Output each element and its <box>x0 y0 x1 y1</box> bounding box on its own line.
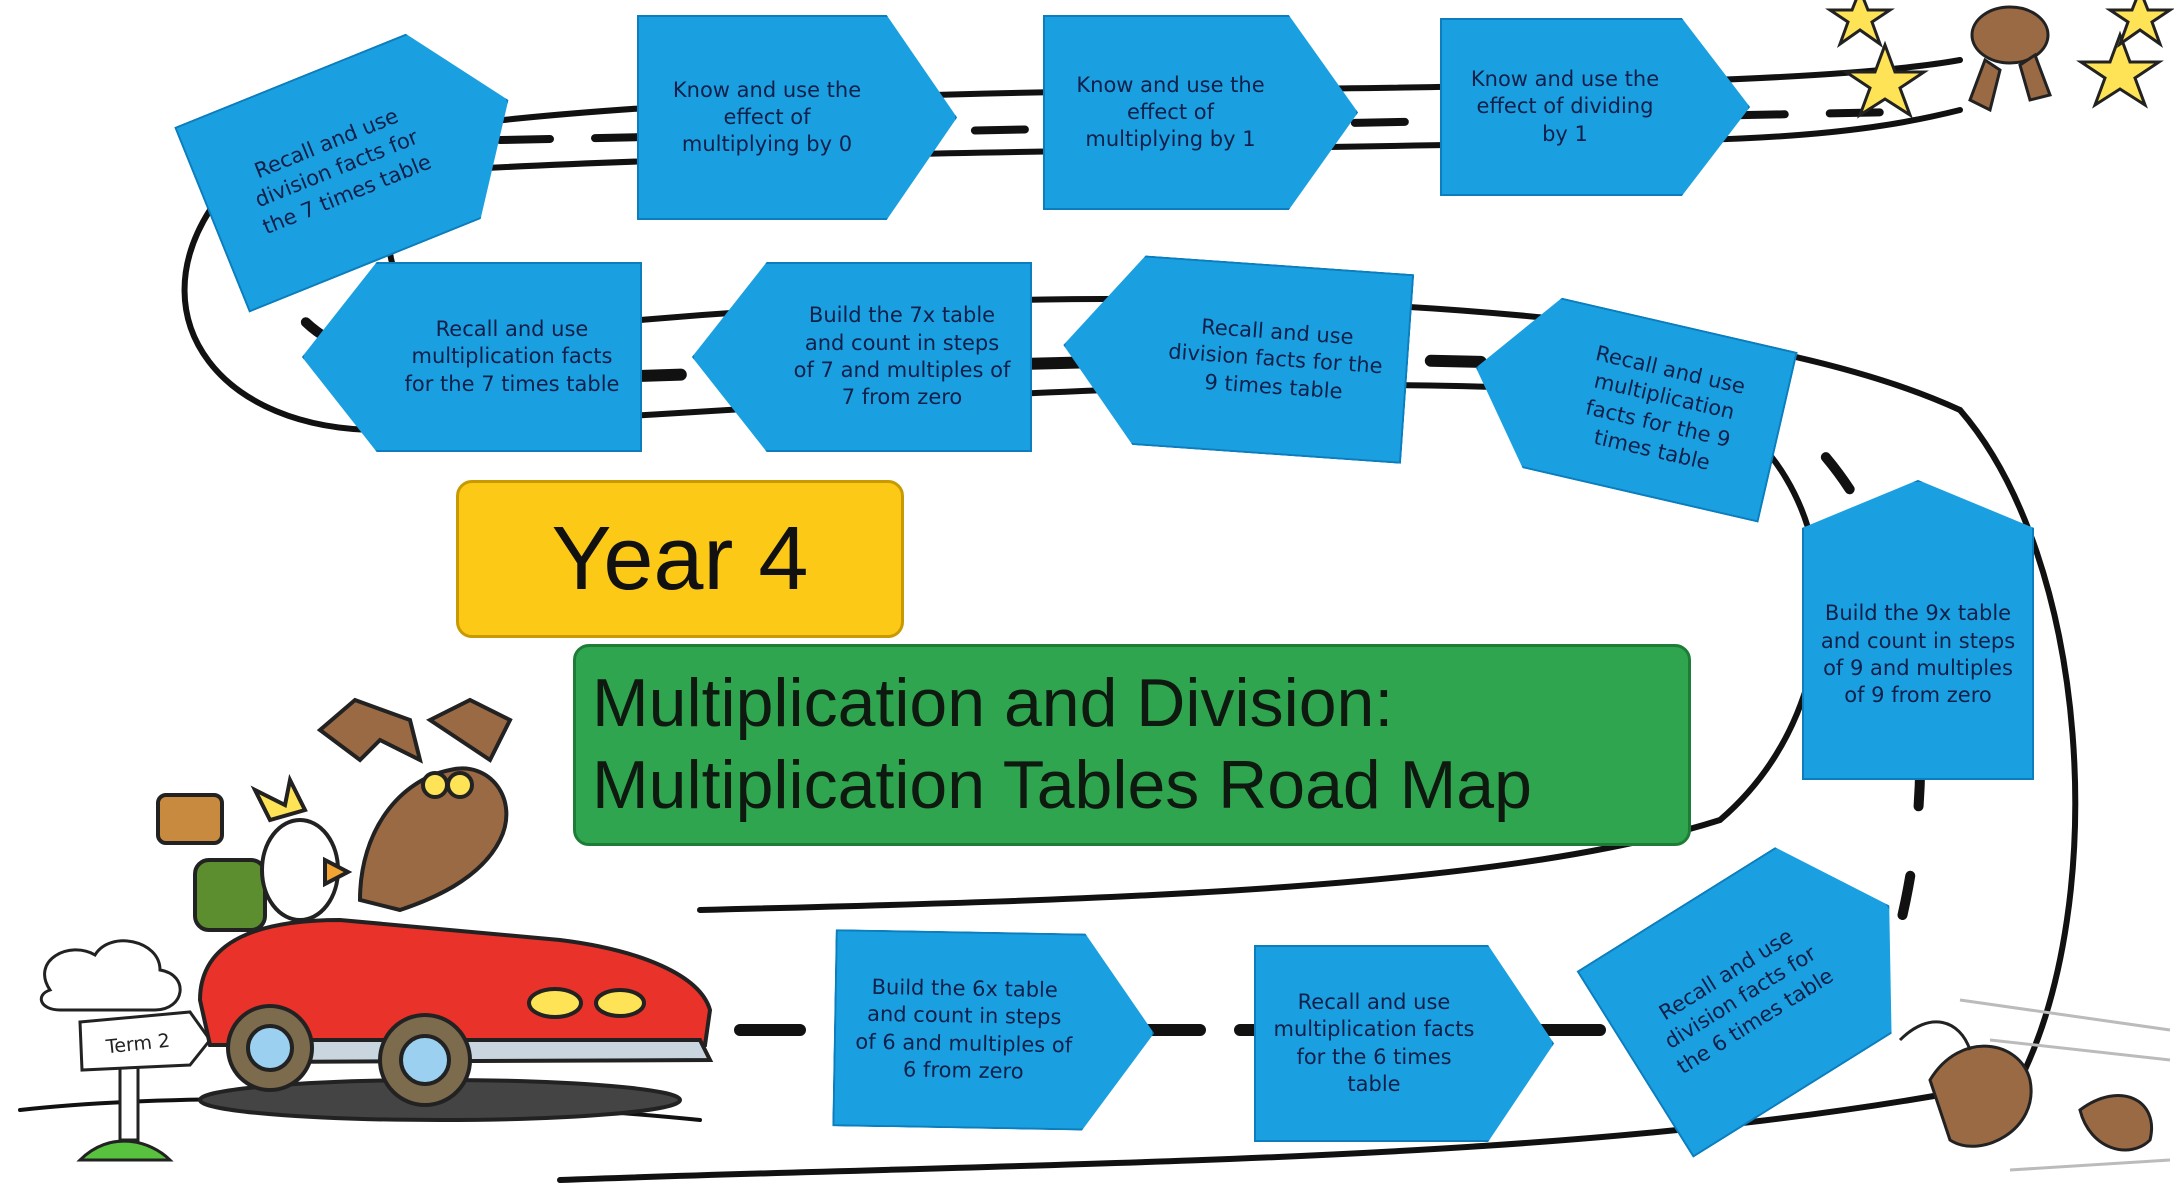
moose-flying-illustration <box>1968 5 2052 113</box>
step-sign-6x-multiplication: Recall and use multiplication facts for … <box>1254 945 1554 1142</box>
step-sign-divide-by-1: Know and use the effect of dividing by 1 <box>1440 18 1750 196</box>
step-sign-7x-multiplication: Recall and use multiplication facts for … <box>302 262 642 452</box>
step-text: Build the 7x table and count in steps of… <box>793 303 1011 410</box>
step-text: Recall and use division facts for the 9 … <box>1167 314 1384 404</box>
sign-shape <box>1043 15 1358 210</box>
exhaust-cloud <box>39 939 182 1012</box>
title-line-1: Multiplication and Division: <box>592 665 1394 742</box>
step-sign-multiply-by-0: Know and use the effect of multiplying b… <box>637 15 957 220</box>
step-sign-7x-build: Build the 7x table and count in steps of… <box>692 262 1032 452</box>
star-decoration <box>1825 0 2174 119</box>
sign-shape <box>302 262 642 452</box>
signpost-illustration <box>76 1010 212 1162</box>
road-edge <box>697 817 1723 913</box>
title-line-2: Multiplication Tables Road Map <box>592 747 1532 823</box>
sign-shape <box>637 15 957 220</box>
year-badge: Year 4 <box>456 480 904 638</box>
red-car-illustration <box>156 697 714 1122</box>
step-text: Recall and use multiplication facts for … <box>404 317 620 396</box>
step-text: Recall and use multiplication facts for … <box>1273 989 1475 1096</box>
step-sign-multiply-by-1: Know and use the effect of multiplying b… <box>1043 15 1358 210</box>
step-text: Build the 6x table and count in steps of… <box>855 974 1073 1084</box>
sign-shape <box>1440 18 1750 196</box>
road-edge <box>557 1077 2023 1183</box>
step-text: Know and use the effect of multiplying b… <box>1076 72 1265 152</box>
sign-shape <box>1254 945 1554 1142</box>
road-edge <box>1957 407 2079 1083</box>
sign-shape <box>692 262 1032 452</box>
title-banner: Multiplication and Division: Multiplicat… <box>573 644 1691 846</box>
sign-shape <box>1802 480 2034 780</box>
road-edge <box>181 207 383 433</box>
year-label: Year 4 <box>551 508 809 609</box>
step-text: Know and use the effect of dividing by 1 <box>1470 67 1660 146</box>
step-text: Build the 9x table and count in steps of… <box>1820 601 2016 708</box>
feather-illustration <box>1898 1020 2153 1152</box>
step-sign-6x-build: Build the 6x table and count in steps of… <box>832 929 1155 1132</box>
step-sign-9x-build: Build the 9x table and count in steps of… <box>1802 480 2034 780</box>
speed-lines <box>1959 998 2171 1172</box>
step-text: Know and use the effect of multiplying b… <box>672 77 862 157</box>
step-sign-9x-division: Recall and use division facts for the 9 … <box>1057 250 1414 464</box>
